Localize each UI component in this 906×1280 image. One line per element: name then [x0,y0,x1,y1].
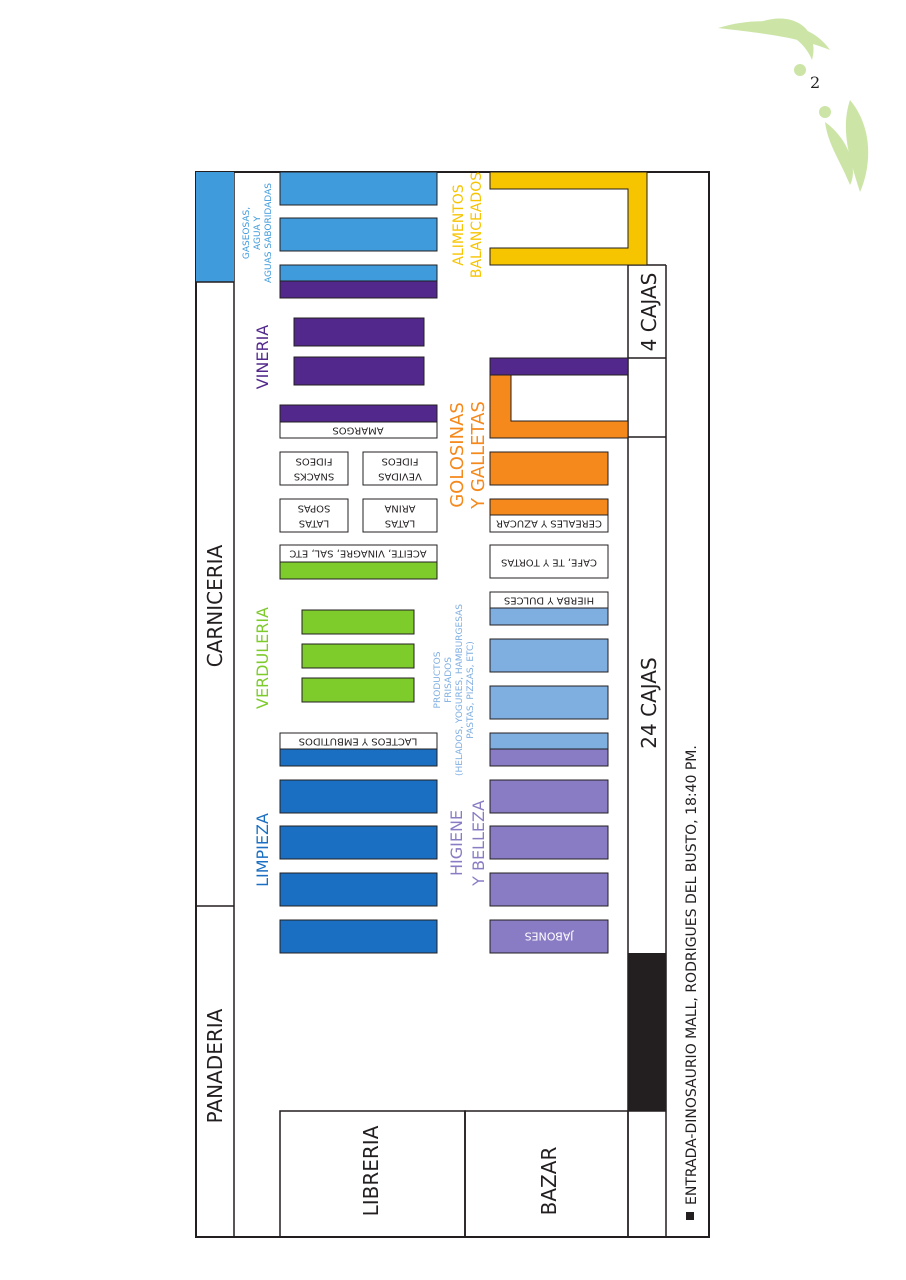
shelf-label-snacks: SNACKS [294,471,334,482]
entrance-label: ENTRADA-DINOSAURIO MALL, RODRIGUES DEL B… [684,745,700,1205]
section-label-bazar: BAZAR [537,1147,561,1216]
page-number: 2 [810,73,821,92]
section-label-higiene-1: HIGIENE [447,810,466,876]
shelf-label-arina: ARINA [384,503,415,514]
section-label-gaseosas-2: AGUA Y [253,215,263,250]
shelf-label-latas-1: LATAS [299,518,329,529]
bebidas-color-block [196,172,234,282]
shelf-label-vevidas: VEVIDAS [378,471,422,482]
shelf-label-sopas: SOPAS [298,503,331,514]
shelf-label-jabones: JABONES [525,930,575,943]
section-label-productos-3: (HELADOS, YOGURES, HAMBURGESAS [455,604,465,776]
leaf-ornament [718,18,869,192]
section-label-verduleria: VERDULERIA [253,607,272,709]
section-label-golosinas-1: GOLOSINAS [447,402,468,508]
section-label-alimentos-1: ALIMENTOS [451,184,467,265]
section-label-higiene-2: Y BELLEZA [469,800,488,887]
shelf-label-lacteos: LACTEOS Y EMBUTIDOS [299,736,418,747]
dark-checkout-block [628,953,666,1111]
section-label-golosinas-2: Y GALLETAS [468,401,489,510]
shelf-label-latas-2: LATAS [385,518,415,529]
shelf-label-aceite: ACEITE, VINAGRE, SAL, ETC [289,548,426,559]
shelf-label-hierba: HIERBA Y DULCES [504,595,594,606]
section-label-productos-2: FRISADOS [444,657,454,703]
section-label-libreria: LIBRERIA [359,1125,383,1216]
section-label-productos-4: PASTAS, PIZZAS, ETC) [466,641,476,739]
section-label-alimentos-2: BALANCEADOS [469,172,485,278]
section-label-limpieza: LIMPIEZA [253,813,272,887]
shelf-label-amargos: AMARGOS [332,425,383,436]
section-label-panaderia: PANADERIA [203,1008,227,1123]
checkout-label-main: 24 CAJAS [637,657,661,748]
section-label-productos-1: PRODUCTOS [433,651,443,708]
section-label-vineria: VINERIA [253,325,272,390]
shelf-label-cafe: CAFE, TE Y TORTAS [501,557,597,568]
section-label-carniceria: CARNICERIA [203,544,227,667]
shelf-label-fideos-1: FIDEOS [296,456,333,467]
entrance-bullet [686,1212,694,1220]
checkout-label-small: 4 CAJAS [637,273,661,352]
shelf-label-fideos-2: FIDEOS [382,456,419,467]
shelf-label-cereales: CEREALES Y AZUCAR [496,518,602,529]
section-label-gaseosas-3: AGUAS SABORIDADAS [264,183,274,283]
section-label-gaseosas-1: GASEOSAS, [242,207,252,259]
